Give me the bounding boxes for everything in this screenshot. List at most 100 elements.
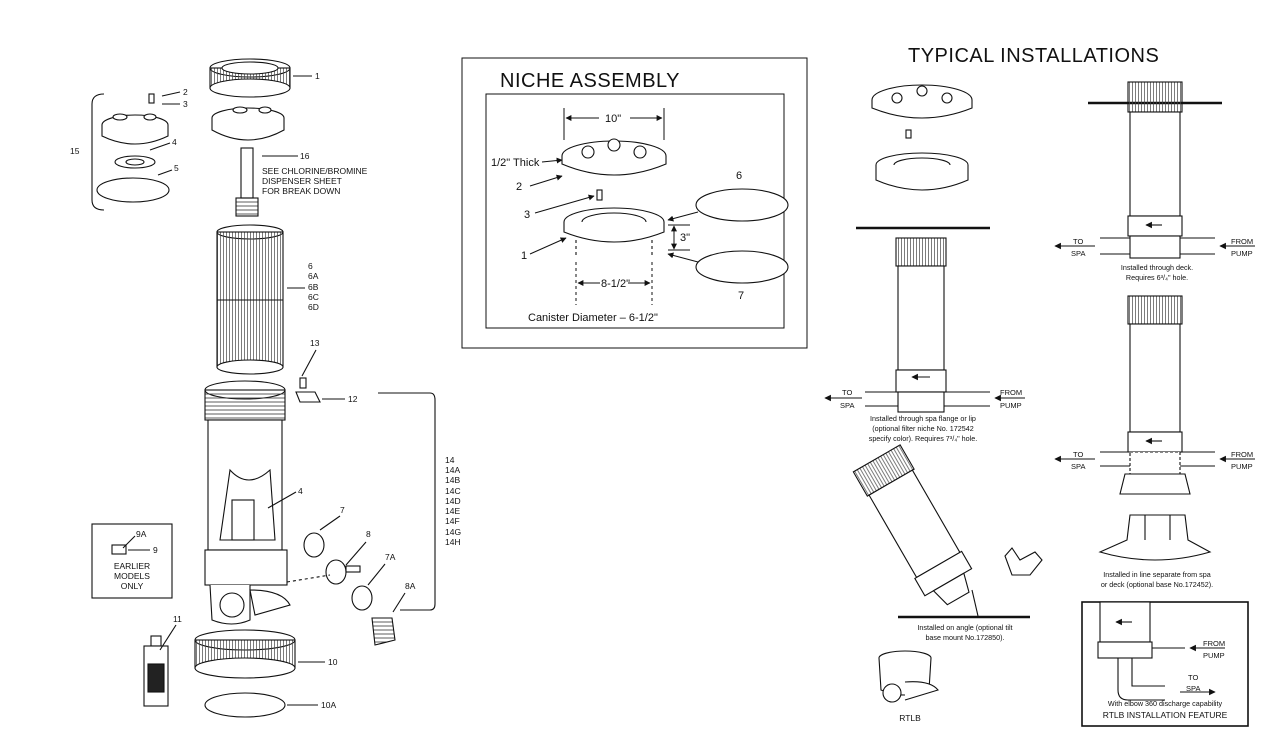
flange-caption-line-2: (optional filter niche No. 172542 bbox=[872, 424, 974, 433]
label-part-7: 7 bbox=[340, 505, 345, 515]
niche-assembly-panel: NICHE ASSEMBLY bbox=[461, 57, 808, 349]
niche-dim-width: 10" bbox=[605, 113, 621, 125]
niche-label-6: 6 bbox=[736, 170, 742, 182]
label-group-14h: 14H bbox=[445, 537, 461, 547]
exploded-view bbox=[91, 58, 436, 718]
deck-caption-line-1: Installed through deck. bbox=[1121, 263, 1193, 272]
label-part-1: 1 bbox=[315, 71, 320, 81]
deck-from-label: FROM bbox=[1231, 237, 1253, 246]
earlier-models-line-3: ONLY bbox=[121, 581, 144, 591]
dispenser-note-line-1: SEE CHLORINE/BROMINE bbox=[262, 166, 368, 176]
inline-spa-label: SPA bbox=[1071, 462, 1085, 471]
label-group-14f: 14F bbox=[445, 516, 460, 526]
lubricant-bottle-part bbox=[143, 635, 169, 707]
inline-caption-line-2: or deck (optional base No.172452). bbox=[1101, 580, 1213, 589]
dispenser-note-line-3: FOR BREAK DOWN bbox=[262, 186, 340, 196]
earlier-models-line-2: MODELS bbox=[114, 571, 150, 581]
deck-installation bbox=[1054, 81, 1255, 259]
label-part-5: 5 bbox=[174, 163, 179, 173]
label-part-15: 15 bbox=[70, 146, 80, 156]
typical-installations-panel: TYPICAL INSTALLATIONS TO SPA FROM PUMP I… bbox=[824, 45, 1255, 727]
canister-body-part bbox=[204, 380, 291, 625]
label-part-11: 11 bbox=[173, 614, 182, 624]
label-part-6c: 6C bbox=[308, 292, 319, 302]
niche-label-1: 1 bbox=[521, 250, 527, 262]
rtlb-feature-caption: RTLB INSTALLATION FEATURE bbox=[1103, 710, 1228, 720]
niche-label-2: 2 bbox=[516, 181, 522, 193]
label-part-4-canister: 4 bbox=[298, 486, 303, 496]
label-group-14g: 14G bbox=[445, 527, 461, 537]
deck-spa-label: SPA bbox=[1071, 249, 1085, 258]
label-part-8a: 8A bbox=[405, 581, 416, 591]
label-group-14d: 14D bbox=[445, 496, 461, 506]
inline-installation bbox=[1054, 295, 1255, 561]
deck-pump-label: PUMP bbox=[1231, 249, 1253, 258]
label-part-6b: 6B bbox=[308, 282, 319, 292]
rtlb-label: RTLB bbox=[899, 713, 921, 723]
label-part-9a: 9A bbox=[136, 529, 147, 539]
typical-installations-title: TYPICAL INSTALLATIONS bbox=[908, 45, 1159, 67]
niche-label-3: 3 bbox=[524, 209, 530, 221]
label-part-6a: 6A bbox=[308, 271, 319, 281]
label-part-6: 6 bbox=[308, 261, 313, 271]
label-part-6d: 6D bbox=[308, 302, 319, 312]
label-part-7a: 7A bbox=[385, 552, 396, 562]
angle-installation bbox=[852, 444, 1043, 703]
lock-ring-part bbox=[209, 58, 291, 98]
rtlb-spa-label: SPA bbox=[1186, 684, 1200, 693]
flange-pump-label: PUMP bbox=[1000, 401, 1022, 410]
label-group-14a: 14A bbox=[445, 465, 460, 475]
niche-dim-height: 3" bbox=[680, 232, 690, 244]
label-group-14: 14 bbox=[445, 455, 455, 465]
angle-caption-line-2: base mount No.172850). bbox=[925, 633, 1004, 642]
label-part-13: 13 bbox=[310, 338, 320, 348]
dispenser-note-line-2: DISPENSER SHEET bbox=[262, 176, 342, 186]
label-part-10a: 10A bbox=[321, 700, 336, 710]
niche-thickness: 1/2" Thick bbox=[491, 157, 540, 169]
label-group-14b: 14B bbox=[445, 475, 460, 485]
flange-caption-line-1: Installed through spa flange or lip bbox=[870, 414, 976, 423]
label-part-12: 12 bbox=[348, 394, 358, 404]
niche-canister-diameter: Canister Diameter – 6-1/2" bbox=[528, 312, 658, 324]
group-14-bracket bbox=[378, 392, 436, 611]
bottom-ring-part bbox=[194, 629, 296, 718]
exploded-labels: 1 2 3 4 5 15 16 SEE CHLORINE/BROMINE DIS… bbox=[70, 71, 461, 710]
flange-spa-label: SPA bbox=[840, 401, 854, 410]
deck-caption-line-2: Requires 6³/₄" hole. bbox=[1126, 273, 1188, 282]
spa-flange-installation bbox=[824, 84, 1025, 413]
earlier-models-box bbox=[91, 523, 173, 599]
clip-part bbox=[295, 377, 321, 403]
inline-caption-line-1: Installed in line separate from spa bbox=[1103, 570, 1210, 579]
label-part-3: 3 bbox=[183, 99, 188, 109]
flange-caption-line-3: specify color). Requires 7³/₄" hole. bbox=[869, 434, 978, 443]
label-part-4: 4 bbox=[172, 137, 177, 147]
deck-to-label: TO bbox=[1073, 237, 1083, 246]
earlier-models-line-1: EARLIER bbox=[114, 561, 150, 571]
label-part-10: 10 bbox=[328, 657, 338, 667]
lid-assembly-part bbox=[91, 93, 170, 211]
label-group-14e: 14E bbox=[445, 506, 460, 516]
inline-from-label: FROM bbox=[1231, 450, 1253, 459]
inline-pump-label: PUMP bbox=[1231, 462, 1253, 471]
flange-from-label: FROM bbox=[1000, 388, 1022, 397]
label-part-8: 8 bbox=[366, 529, 371, 539]
leader-lines bbox=[122, 75, 406, 706]
dispenser-lid-part bbox=[211, 106, 285, 217]
flange-to-label: TO bbox=[842, 388, 852, 397]
niche-assembly-title: NICHE ASSEMBLY bbox=[500, 70, 680, 92]
label-part-9: 9 bbox=[153, 545, 158, 555]
label-group-14c: 14C bbox=[445, 486, 461, 496]
inline-to-label: TO bbox=[1073, 450, 1083, 459]
angle-caption-line-1: Installed on angle (optional tilt bbox=[917, 623, 1012, 632]
rtlb-feature-box bbox=[1081, 601, 1249, 727]
label-part-2: 2 bbox=[183, 87, 188, 97]
rtlb-pump-label: PUMP bbox=[1203, 651, 1225, 660]
label-part-16: 16 bbox=[300, 151, 310, 161]
drain-parts bbox=[286, 532, 396, 646]
filter-cartridge-part bbox=[216, 224, 284, 375]
rtlb-from-label: FROM bbox=[1203, 639, 1225, 648]
rtlb-to-label: TO bbox=[1188, 673, 1198, 682]
rtlb-elbow-caption: With elbow 360 discharge capability bbox=[1108, 699, 1223, 708]
niche-label-7: 7 bbox=[738, 290, 744, 302]
